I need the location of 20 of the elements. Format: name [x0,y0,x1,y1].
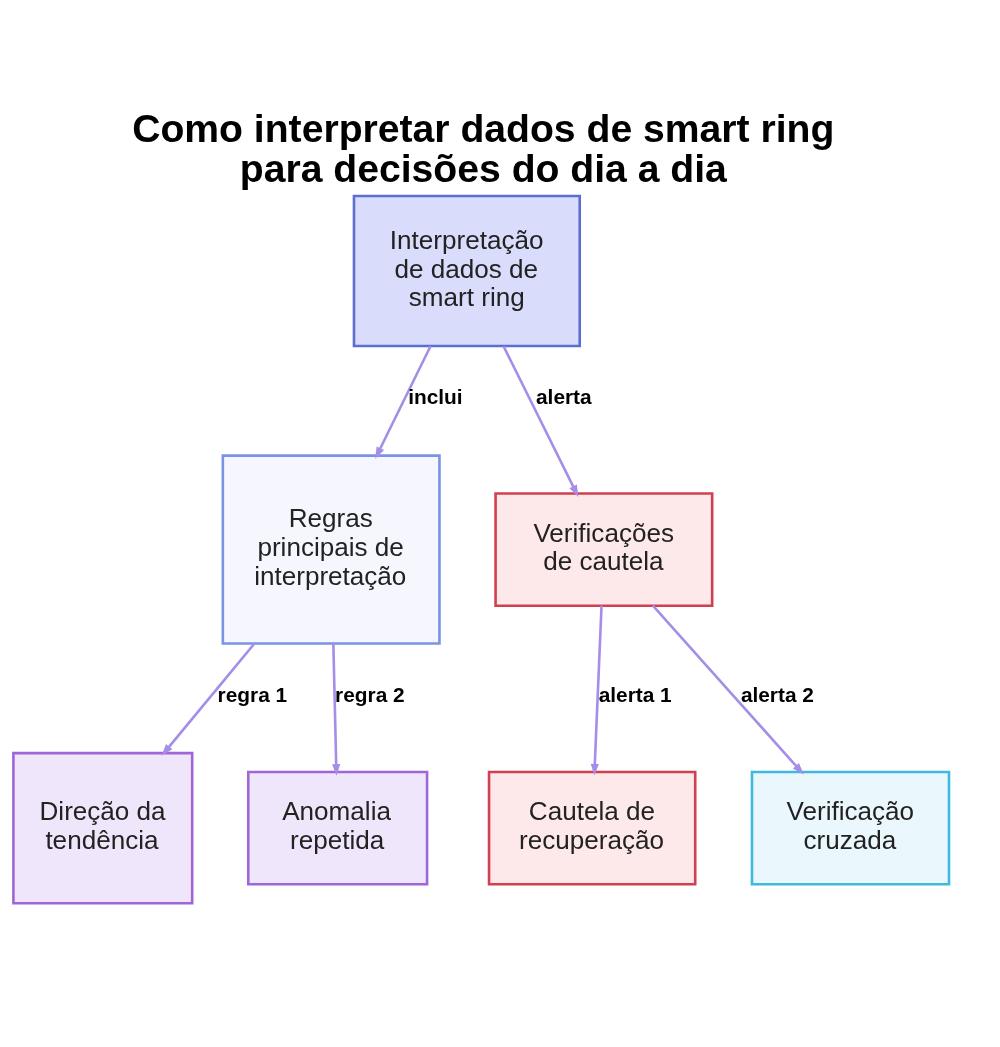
arrow [161,642,256,756]
edge-label: inclui [408,384,463,408]
diagram-title: Como interpretar dados de smart ring para decisões do dia a dia [132,106,835,190]
edge-label: regra 1 [217,682,288,706]
arrow [332,643,341,776]
arrow [502,345,579,497]
arrow [590,605,603,776]
node-box: Verificação cruzada [750,770,951,886]
edge-label: regra 2 [335,682,405,706]
node-box: Regras principais de interpretação [221,453,441,645]
edge-label: alerta [536,384,592,408]
arrow [375,345,432,459]
node-box: Cautela de recuperação [487,770,697,886]
node-box: Direção da tendência [12,751,194,904]
edge-label: alerta 2 [740,682,814,706]
node-box: Interpretação de dados de smart ring [352,194,582,347]
node-box: Verificações de cautela [494,491,714,607]
edge-label: alerta 1 [598,682,672,706]
node-box: Anomalia repetida [247,770,429,886]
arrow [651,604,804,775]
